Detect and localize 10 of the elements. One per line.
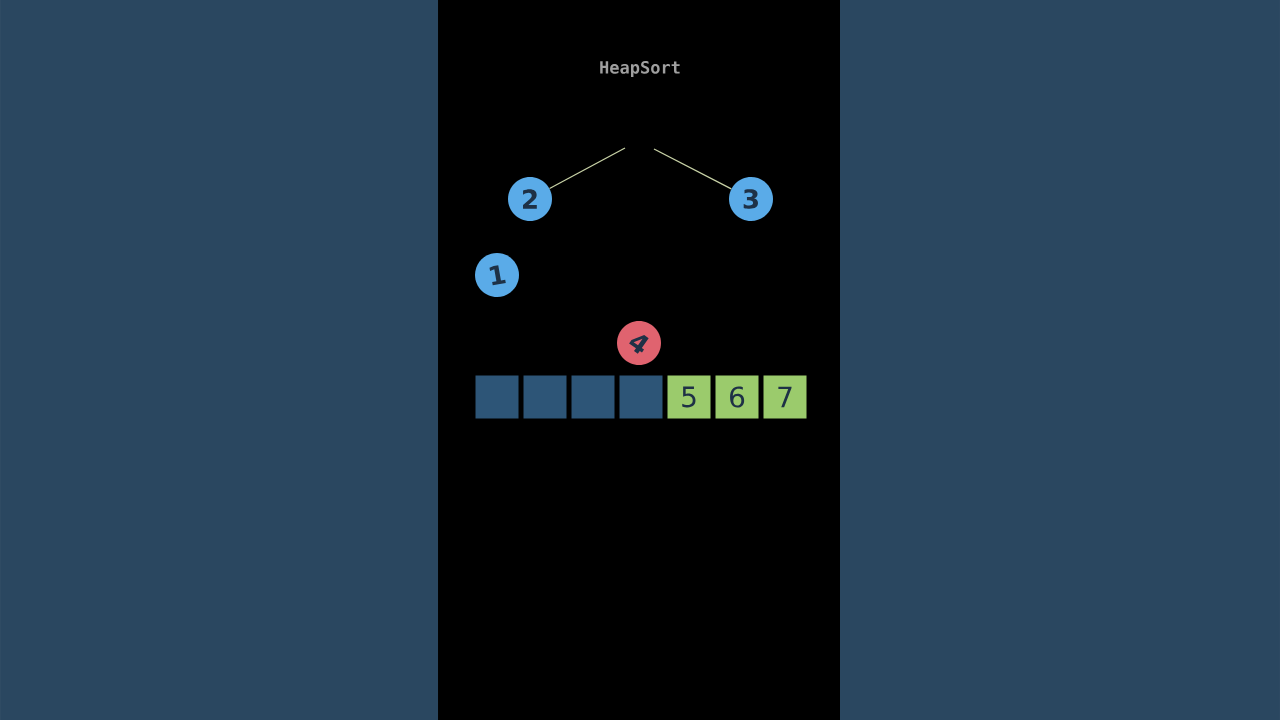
array-cell: 7 xyxy=(763,375,807,419)
array-cell xyxy=(475,375,519,419)
tree-edge xyxy=(548,147,626,190)
tree-edge xyxy=(653,148,732,190)
array-cell: 5 xyxy=(667,375,711,419)
array-cell xyxy=(523,375,567,419)
title: HeapSort xyxy=(600,60,680,78)
array-cell: 6 xyxy=(715,375,759,419)
array-cell xyxy=(619,375,663,419)
array-cell xyxy=(571,375,615,419)
